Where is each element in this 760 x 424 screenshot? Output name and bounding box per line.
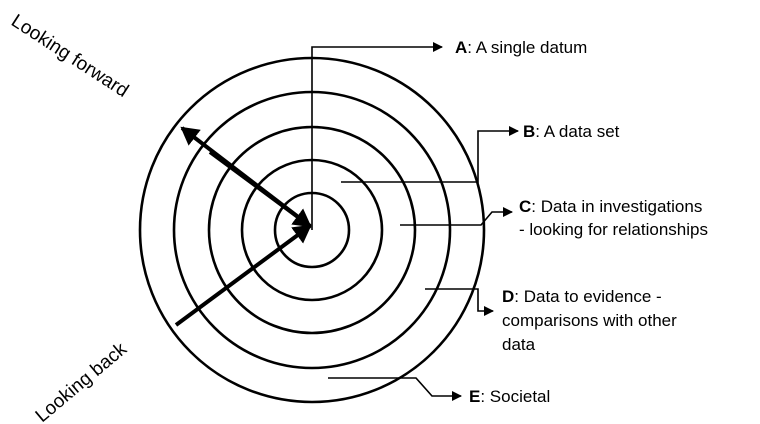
looking-forward-label: Looking forward xyxy=(7,11,132,102)
leader-line-a xyxy=(311,42,443,230)
label-a: A: A single datum xyxy=(455,38,587,57)
leader-line-b xyxy=(341,126,519,183)
label-d: D: Data to evidence - xyxy=(502,287,662,306)
label-b: B: A data set xyxy=(523,122,620,141)
label-d-line3: data xyxy=(502,335,536,354)
leader-line-c xyxy=(400,207,513,226)
label-c-line2: - looking for relationships xyxy=(519,220,708,239)
label-c: C: Data in investigations xyxy=(519,197,702,216)
looking-back-arrow xyxy=(174,224,312,327)
label-d-line2: comparisons with other xyxy=(502,311,677,330)
looking-forward-arrow-tail xyxy=(208,150,312,228)
looking-back-label: Looking back xyxy=(32,338,132,424)
label-e: E: Societal xyxy=(469,387,550,406)
leader-line-d xyxy=(425,288,494,316)
leader-line-e xyxy=(328,377,462,401)
